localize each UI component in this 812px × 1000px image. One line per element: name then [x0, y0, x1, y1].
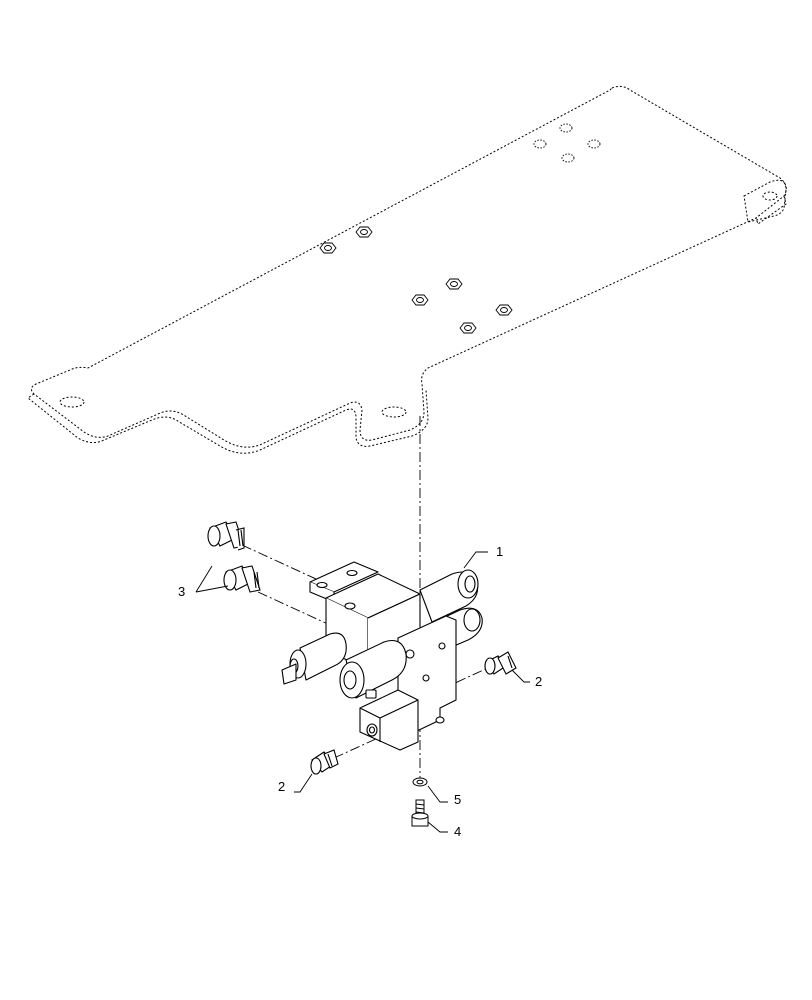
- bolt-icon: [411, 799, 429, 827]
- plate-holes: [533, 123, 601, 163]
- plate-nuts: [319, 226, 513, 334]
- callout-5: 5: [454, 792, 462, 807]
- callout-3: 3: [178, 584, 186, 599]
- straight-fitting-icon: [310, 651, 517, 775]
- hydraulic-valve-block-icon: [281, 561, 483, 751]
- leader-lines: [195, 551, 530, 833]
- callout-1: 1: [496, 544, 504, 559]
- callout-2-left: 2: [278, 779, 286, 794]
- callout-2-right: 2: [535, 674, 543, 689]
- washer-icon: [412, 777, 428, 787]
- callout-4: 4: [454, 824, 462, 839]
- mounting-bracket: [27, 85, 787, 454]
- adapter-fitting-icon: [207, 521, 261, 593]
